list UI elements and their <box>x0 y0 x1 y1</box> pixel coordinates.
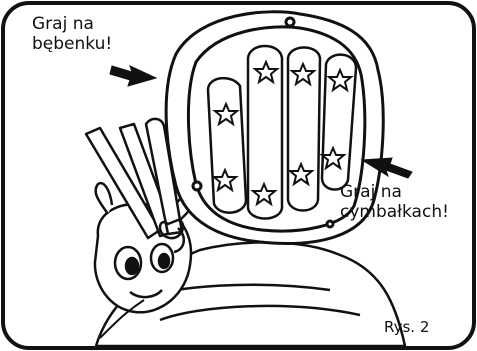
shell-bolt-top <box>286 18 294 26</box>
left-antenna <box>96 183 112 214</box>
xylophone-label: Graj na cymbałkach! <box>340 182 449 222</box>
drum-label: Graj na bębenku! <box>32 14 112 54</box>
drum-label-line2: bębenku! <box>32 34 112 54</box>
xylophone-label-line2: cymbałkach! <box>340 202 449 222</box>
shell-bolt-bottom <box>327 221 333 227</box>
shell-bolt-left <box>193 182 201 190</box>
drum-label-line1: Graj na <box>32 14 112 34</box>
left-pupil <box>126 258 138 274</box>
right-pupil <box>159 254 169 268</box>
xylophone-label-line1: Graj na <box>340 182 449 202</box>
xylophone-bar-1 <box>208 78 246 213</box>
figure-caption: Rys. 2 <box>384 318 429 336</box>
arrow-to-drum-icon <box>110 66 156 86</box>
